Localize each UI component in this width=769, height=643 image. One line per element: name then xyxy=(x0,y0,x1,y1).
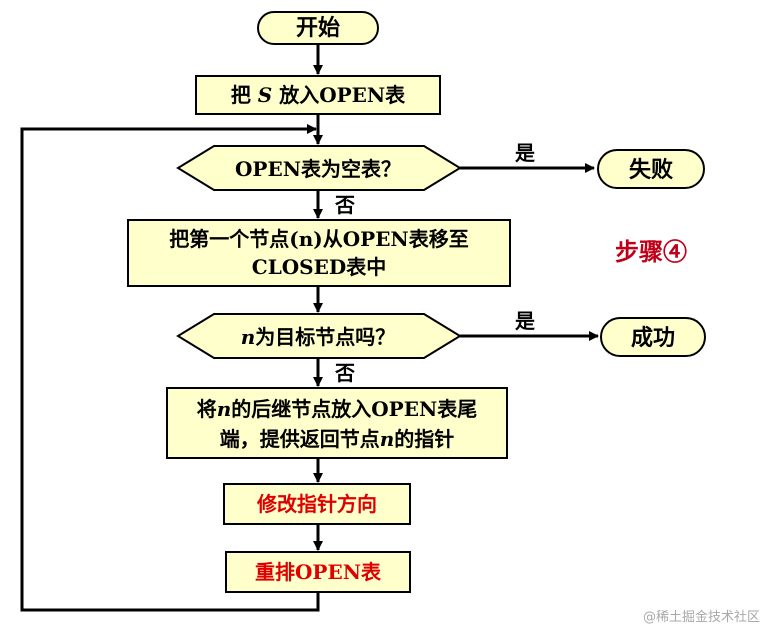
expand-line1-var: n xyxy=(217,397,232,421)
expand-line1-before: 将 xyxy=(197,397,217,421)
expand-line2-after: 的指针 xyxy=(394,427,454,451)
loop-back-connector xyxy=(20,124,320,612)
decision-goal-var: n xyxy=(241,325,256,349)
put-s-label: 把 S 放入OPEN表 xyxy=(231,83,406,107)
move-node-box xyxy=(127,219,511,287)
put-s-before: 把 xyxy=(231,83,258,107)
put-s-var: S xyxy=(258,83,272,107)
start-node-label: 开始 xyxy=(296,15,340,41)
put-s-after: 放入OPEN表 xyxy=(272,83,406,107)
success-node-label: 成功 xyxy=(631,325,675,351)
expand-line1-after: 的后继节点放入OPEN表尾 xyxy=(231,397,477,421)
modify-pointer-box xyxy=(223,483,411,525)
put-s-box xyxy=(195,75,441,115)
fail-node-label: 失败 xyxy=(629,157,673,183)
expand-line1: 将n的后继节点放入OPEN表尾 xyxy=(197,397,478,421)
move-node-line2: CLOSED表中 xyxy=(252,255,386,279)
expand-line2: 端，提供返回节点n的指针 xyxy=(220,427,455,451)
watermark: @稀土掘金技术社区 xyxy=(643,609,760,625)
step-label: 步骤④ xyxy=(615,237,687,266)
move-node-line1: 把第一个节点(n)从OPEN表移至 xyxy=(169,227,468,251)
expand-line2-before: 端，提供返回节点 xyxy=(220,427,380,451)
yes-label-2: 是 xyxy=(514,309,535,333)
yes-label-1: 是 xyxy=(514,141,535,165)
decision-open-empty-label: OPEN表为空表？ xyxy=(235,157,401,181)
no-label-1: 否 xyxy=(334,193,355,217)
decision-goal-text: 为目标节点吗？ xyxy=(255,325,395,349)
expand-box xyxy=(166,387,508,459)
success-node xyxy=(600,317,706,357)
no-label-2: 否 xyxy=(334,361,355,385)
expand-line2-var: n xyxy=(380,427,395,451)
fail-node xyxy=(597,149,705,189)
reorder-label: 重排OPEN表 xyxy=(255,560,382,584)
modify-pointer-label: 修改指针方向 xyxy=(256,492,377,516)
decision-goal-label: n为目标节点吗？ xyxy=(241,325,396,349)
